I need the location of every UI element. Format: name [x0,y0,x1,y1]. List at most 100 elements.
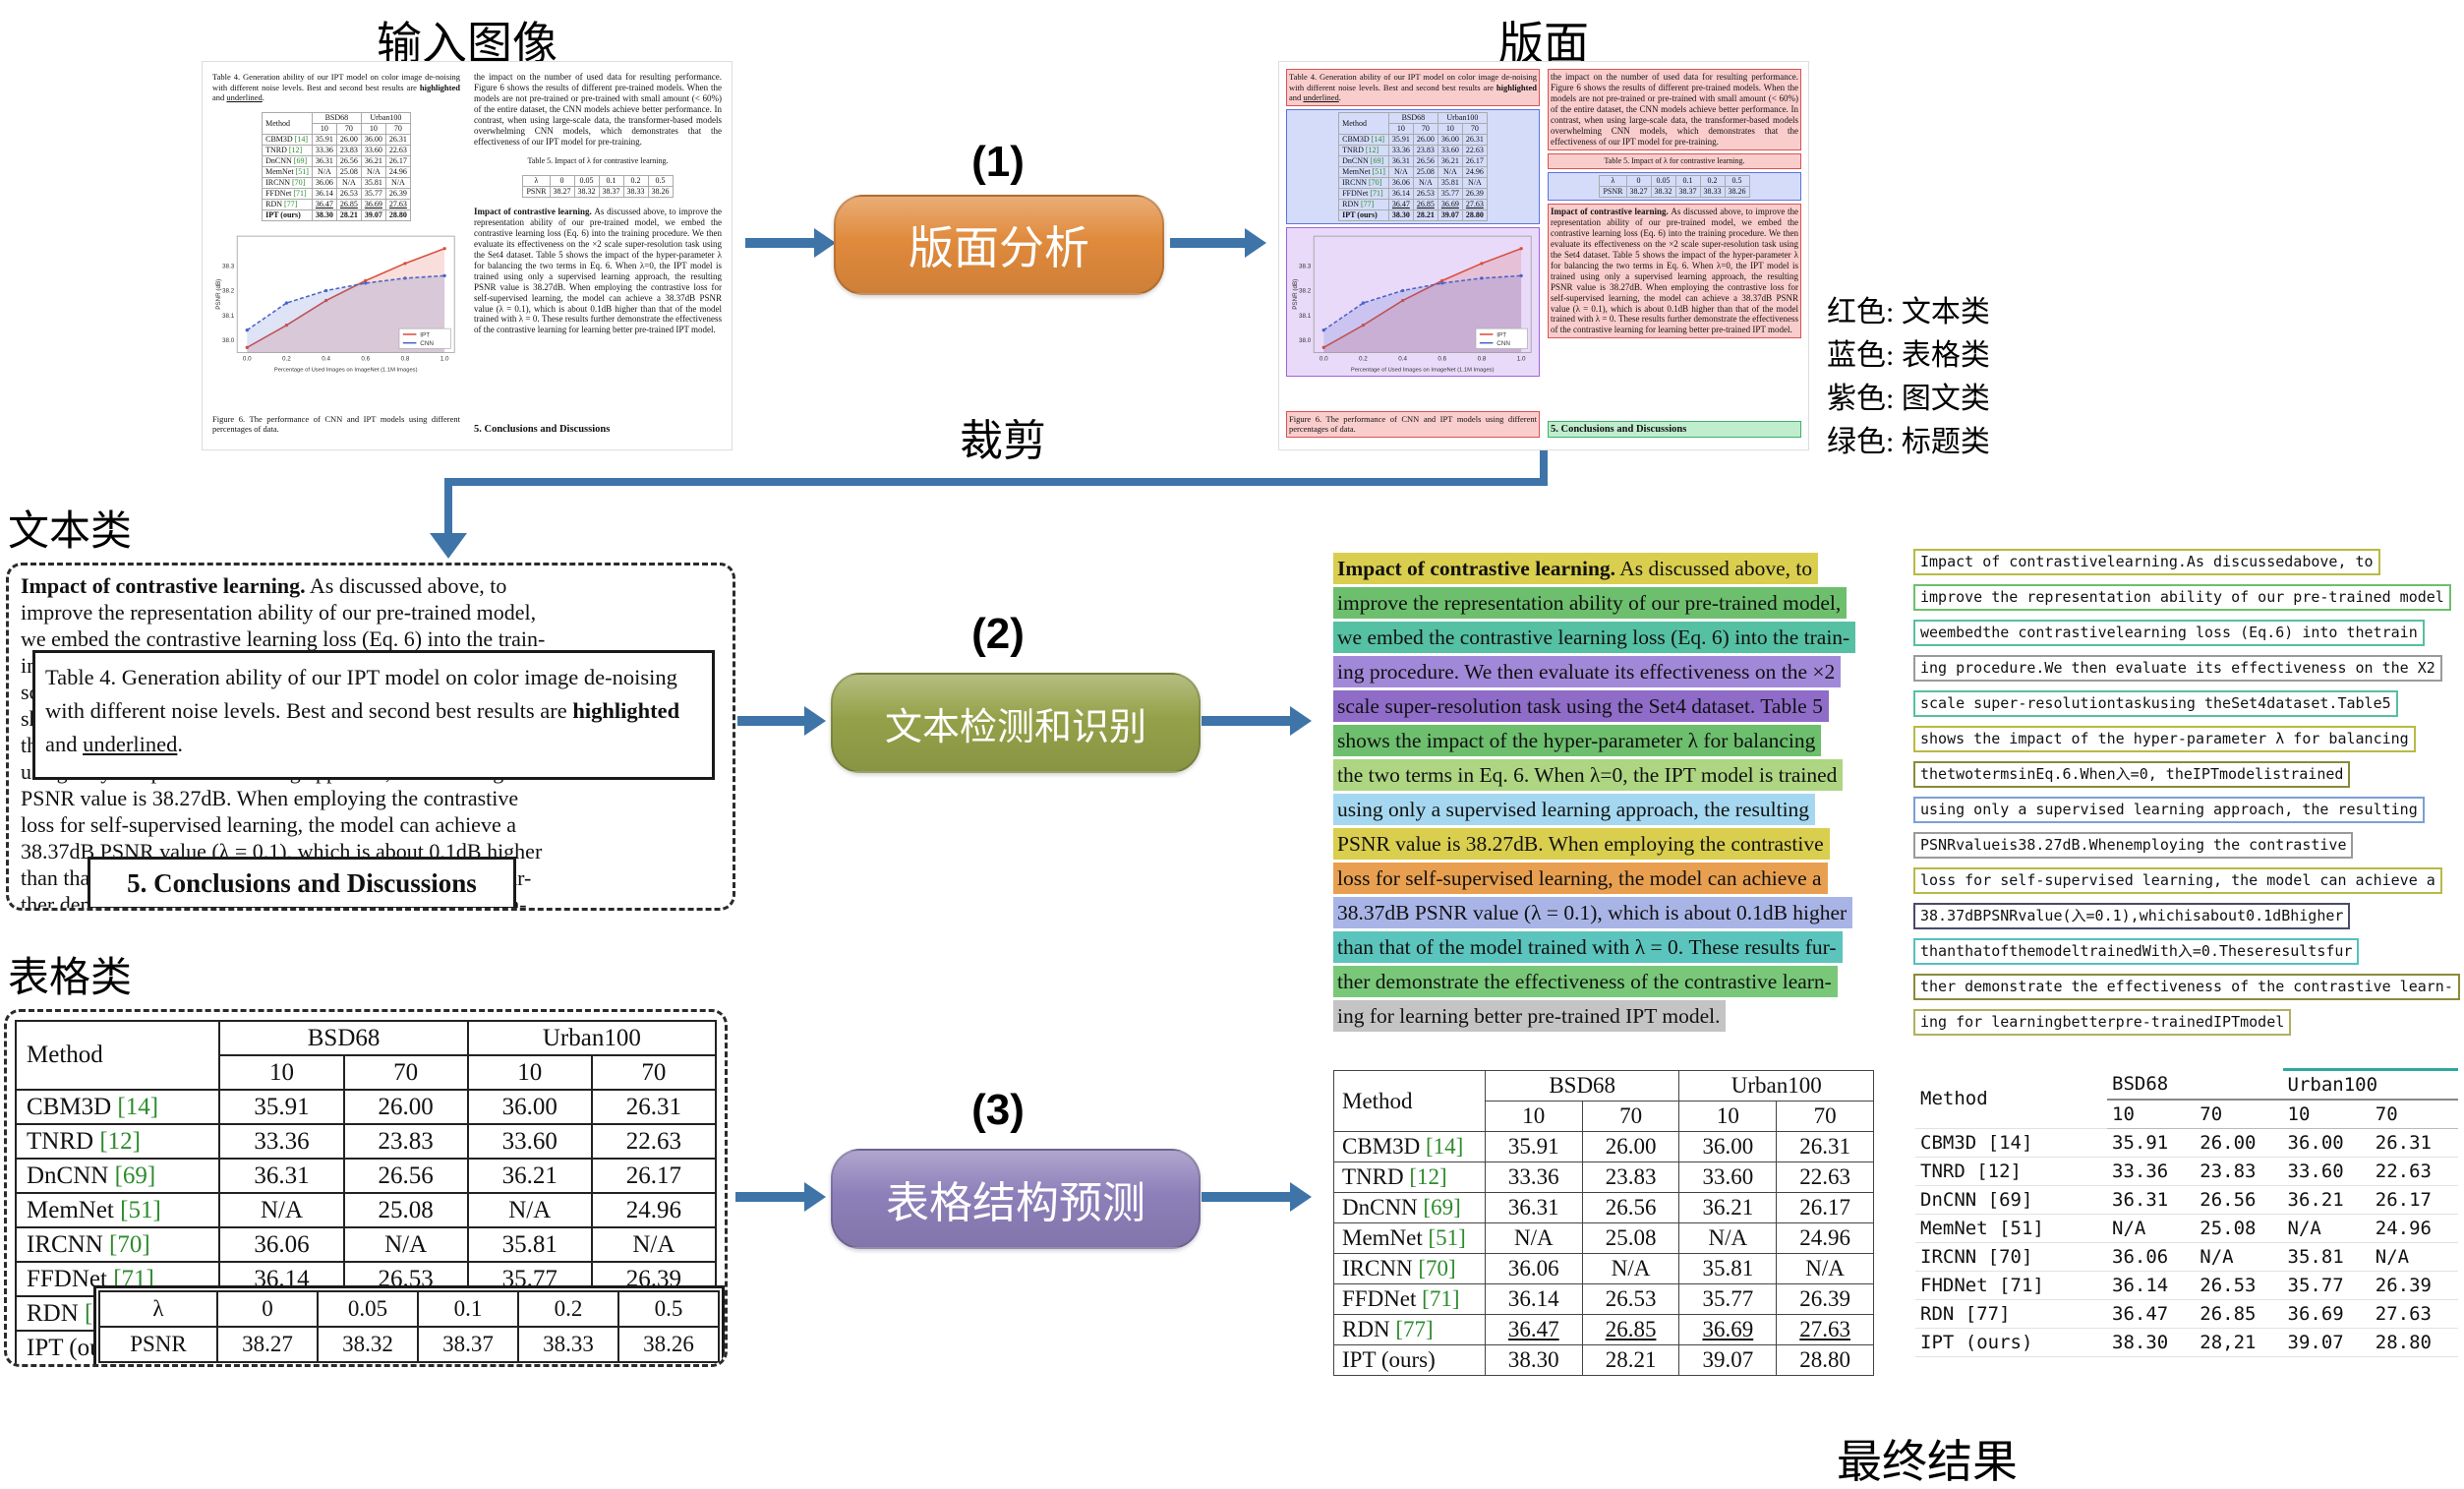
legend-item-table: 蓝色: 表格类 [1827,339,1990,372]
arrow-head-icon [804,706,826,736]
crop-arrow-segment [444,478,1548,486]
crop-label: 裁剪 [960,417,1046,465]
impact-paragraph: Impact of contrastive learning. As discu… [1548,203,1801,339]
detected-text-lines-panel: Impact of contrastive learning. As discu… [1333,547,1886,1046]
cropped-text-line: PSNR value is 38.27dB. When employing th… [21,786,519,810]
svg-text:38.0: 38.0 [1299,337,1312,344]
arrow-table-structure-to-result [1202,1182,1312,1212]
arrow-shaft [1202,716,1290,726]
recognized-text-line: PSNRvalueis38.27dB.Whenemploying the con… [1913,832,2456,867]
arrow-shaft [1170,238,1245,248]
table4-caption: Table 4. Generation ability of our IPT m… [212,72,460,103]
svg-text:0.8: 0.8 [401,355,410,362]
figure6-caption: Figure 6. The performance of CNN and IPT… [212,413,460,435]
table-structure-button[interactable]: 表格结构预测 [831,1149,1201,1249]
svg-text:PSNR (dB): PSNR (dB) [1292,279,1299,310]
recognized-text-line: Impact of contrastivelearning.As discuss… [1913,549,2456,584]
text-class-crop-box: Impact of contrastive learning. As discu… [6,563,735,911]
text-detection-button[interactable]: 文本检测和识别 [831,673,1201,773]
svg-text:CNN: CNN [420,340,434,347]
recognized-text-line: weembedthe contrastivelearning loss (Eq.… [1913,620,2456,655]
recognized-text-line: thetwotermsinEq.6.When入=0, theIPTmodelis… [1913,761,2456,797]
arrow-text-detection-to-result [1202,706,1312,736]
data-amount-paragraph: the impact on the number of used data fo… [1548,69,1801,150]
input-image-label: 输入图像 [377,19,557,69]
paper-left-column: Table 4. Generation ability of our IPT m… [1286,69,1540,442]
svg-text:CNN: CNN [1496,340,1510,347]
detected-text-line: loss for self-supervised learning, the m… [1333,863,1886,897]
crop-arrow-segment [444,478,452,535]
svg-text:38.0: 38.0 [222,337,235,344]
conclusions-heading: 5. Conclusions and Discussions [474,424,611,435]
paper-right-column: the impact on the number of used data fo… [1548,69,1801,442]
arrow-head-icon [804,1182,826,1212]
arrow-head-icon [1290,1182,1312,1212]
svg-text:0.6: 0.6 [361,355,370,362]
detected-text-line: 38.37dB PSNR value (λ = 0.1), which is a… [1333,897,1886,931]
detected-text-line: the two terms in Eq. 6. When λ=0, the IP… [1333,759,1886,794]
svg-text:38.3: 38.3 [222,263,235,269]
detected-text-line: ing procedure. We then evaluate its effe… [1333,656,1886,690]
detected-text-line: improve the representation ability of ou… [1333,587,1886,622]
svg-text:38.3: 38.3 [1299,263,1312,269]
svg-text:0.2: 0.2 [1359,355,1368,362]
recognized-text-line: ther demonstrate the effectiveness of th… [1913,974,2460,1009]
detected-text-line: than that of the model trained with λ = … [1333,931,1886,966]
legend-item-title: 绿色: 标题类 [1827,426,1990,458]
recognized-text-line: improve the representation ability of ou… [1913,584,2456,620]
layout-result-label: 版面 [1498,19,1589,69]
paper-right-column: the impact on the number of used data fo… [472,70,724,442]
detected-text-line: we embed the contrastive learning loss (… [1333,622,1886,656]
recognized-text-panel: Impact of contrastivelearning.As discuss… [1913,549,2460,1046]
figure6-caption: Figure 6. The performance of CNN and IPT… [1286,410,1540,439]
arrow-head-icon [814,228,836,258]
arrow-layout-analysis-to-layout [1170,228,1266,258]
detected-text-line: Impact of contrastive learning. As discu… [1333,553,1886,587]
arrow-shaft [737,716,804,726]
paper-left-column: Table 4. Generation ability of our IPT m… [210,70,462,442]
text-class-label: 文本类 [8,509,133,555]
recognized-text-line: thanthatofthemodeltrainedWith入=0.Thesere… [1913,938,2456,974]
table-structure-button-label: 表格结构预测 [886,1179,1145,1227]
cropped-table4-caption: Table 4. Generation ability of our IPT m… [32,650,715,780]
recognized-text-line: ing for learningbetterpre-trainedIPTmode… [1913,1009,2456,1044]
svg-text:38.1: 38.1 [222,313,235,320]
svg-text:Percentage of Used Images on I: Percentage of Used Images on ImageNet (1… [274,367,418,373]
layout-analysis-button[interactable]: 版面分析 [834,195,1164,295]
text-detection-button-label: 文本检测和识别 [884,706,1146,748]
final-result-label: 最终结果 [1837,1437,2018,1487]
